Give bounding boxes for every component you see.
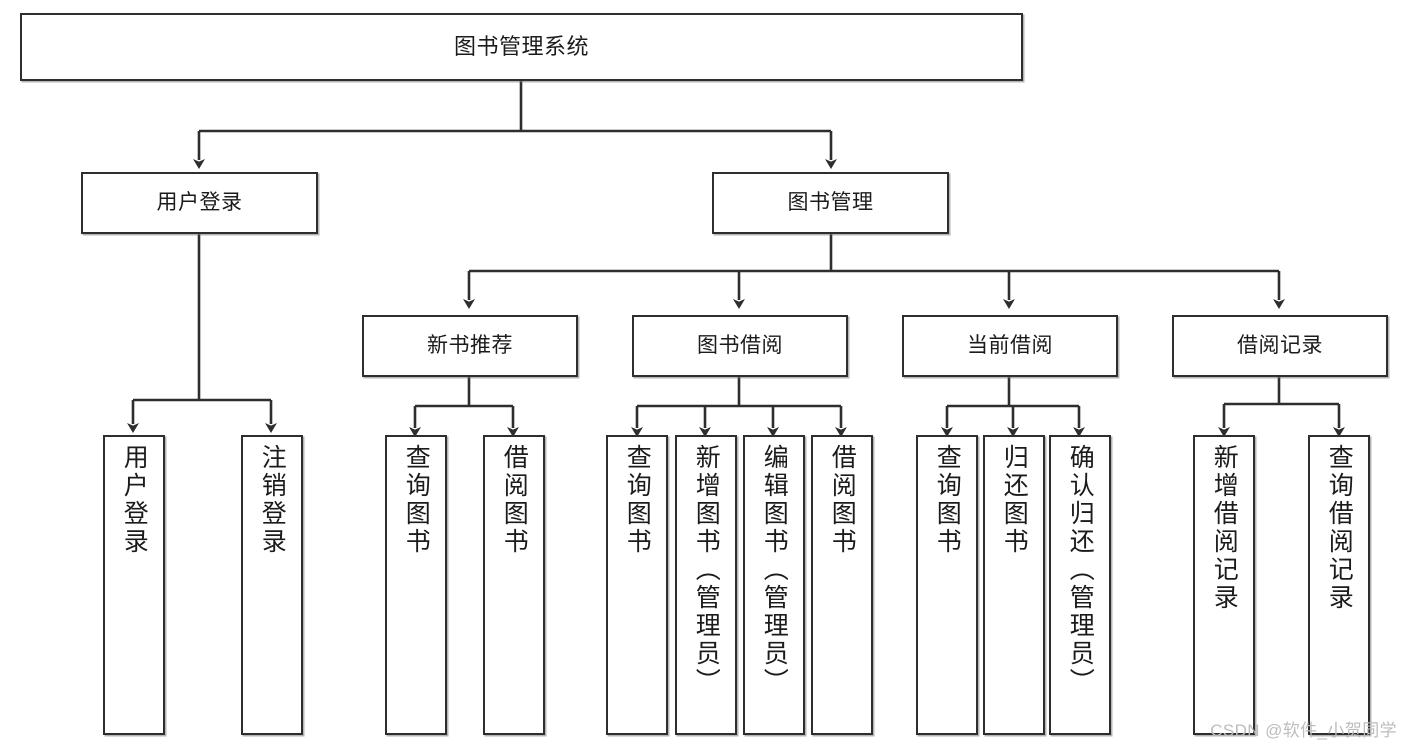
node-label: 借阅图书 xyxy=(500,444,529,556)
node-leaf-add-record[interactable]: 新增借阅记录 xyxy=(1193,435,1255,735)
node-label: 图书管理 xyxy=(787,191,874,215)
node-label: 借阅图书 xyxy=(828,444,857,556)
node-leaf-edit-book[interactable]: 编辑图书（管理员） xyxy=(743,435,805,735)
node-label: 新书推荐 xyxy=(427,334,513,358)
node-current-borrow[interactable]: 当前借阅 xyxy=(902,315,1118,377)
node-label: 注销登录 xyxy=(258,444,287,556)
node-new-book-recommend[interactable]: 新书推荐 xyxy=(362,315,578,377)
csdn-watermark: CSDN @软件_小贺同学 xyxy=(1210,721,1397,740)
node-leaf-user-login[interactable]: 用户登录 xyxy=(103,435,165,735)
node-label: 查询图书 xyxy=(933,444,962,556)
node-label: 用户登录 xyxy=(156,191,243,215)
node-label: 图书借阅 xyxy=(697,334,783,358)
node-root-book-management-system[interactable]: 图书管理系统 xyxy=(20,13,1023,81)
node-leaf-confirm-return[interactable]: 确认归还（管理员） xyxy=(1049,435,1111,735)
node-label: 图书管理系统 xyxy=(453,33,589,59)
node-leaf-logout-login[interactable]: 注销登录 xyxy=(241,435,303,735)
node-label: 新增图书（管理员） xyxy=(692,444,721,696)
node-label: 归还图书 xyxy=(1000,444,1029,556)
node-leaf-return-book[interactable]: 归还图书 xyxy=(983,435,1045,735)
node-leaf-query-record[interactable]: 查询借阅记录 xyxy=(1308,435,1370,735)
node-label: 查询借阅记录 xyxy=(1325,444,1354,612)
node-label: 用户登录 xyxy=(120,444,149,556)
node-leaf-query-book-1[interactable]: 查询图书 xyxy=(385,435,447,735)
node-leaf-add-book[interactable]: 新增图书（管理员） xyxy=(675,435,737,735)
node-user-login[interactable]: 用户登录 xyxy=(81,172,318,234)
node-label: 确认归还（管理员） xyxy=(1066,444,1095,696)
node-label: 编辑图书（管理员） xyxy=(760,444,789,696)
node-leaf-borrow-book-1[interactable]: 借阅图书 xyxy=(483,435,545,735)
node-leaf-query-book-3[interactable]: 查询图书 xyxy=(916,435,978,735)
node-book-management[interactable]: 图书管理 xyxy=(712,172,949,234)
node-book-borrow[interactable]: 图书借阅 xyxy=(632,315,848,377)
node-label: 借阅记录 xyxy=(1237,334,1323,358)
node-leaf-query-book-2[interactable]: 查询图书 xyxy=(606,435,668,735)
node-label: 查询图书 xyxy=(623,444,652,556)
node-label: 查询图书 xyxy=(402,444,431,556)
node-label: 当前借阅 xyxy=(967,334,1053,358)
node-borrow-record[interactable]: 借阅记录 xyxy=(1172,315,1388,377)
node-leaf-borrow-book-2[interactable]: 借阅图书 xyxy=(811,435,873,735)
node-label: 新增借阅记录 xyxy=(1210,444,1239,612)
